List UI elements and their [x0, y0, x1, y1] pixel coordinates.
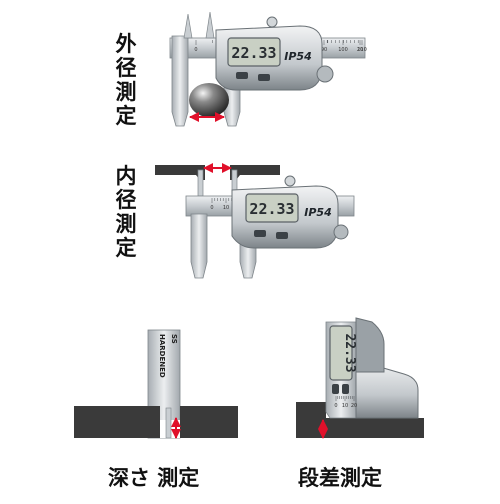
depth-block-right [180, 406, 238, 438]
lcd-reading-2: 22.33 [249, 200, 294, 218]
step-scale-tick-label: 10 [342, 403, 348, 409]
label-outside-char-3: 測 [115, 80, 137, 104]
inside-jaw-fixed [197, 169, 204, 197]
label-outside-measure: 外 径 測 定 [113, 32, 139, 128]
lcd-reading-3: 22.33 [342, 333, 357, 372]
measured-ball [189, 83, 229, 117]
locking-screw [266, 16, 278, 28]
beam-scale-left-tick-label: 0 [194, 47, 197, 53]
step-block-right [326, 418, 424, 438]
beam-scale-right-tick-label: 90 [321, 47, 327, 53]
label-outside-char-4: 定 [115, 104, 137, 128]
step-scale-tick-label: 20 [351, 403, 357, 409]
zero-button-2 [276, 232, 288, 239]
power-button [236, 72, 248, 79]
power-button-3 [332, 384, 339, 394]
label-outside-char-2: 径 [115, 56, 137, 80]
probe-stamp-b: HARDENED [158, 334, 166, 378]
zero-button-3 [342, 384, 349, 394]
beam-scale-left-tick-label: 20 [357, 47, 363, 53]
power-button-2 [254, 230, 266, 237]
label-inside-char-3: 測 [115, 212, 137, 236]
beam-scale-right-tick-label: 110 [357, 47, 367, 53]
bore-block-right [230, 165, 280, 180]
brand-mark: IP54 [284, 50, 311, 63]
label-step-measure: 段差測定 [298, 466, 382, 490]
fixed-jaw-2 [190, 213, 208, 279]
lcd-display-3 [329, 325, 353, 381]
thumb-roller [316, 65, 334, 83]
label-outside-char-1: 外 [115, 32, 137, 56]
step-jaw [355, 359, 419, 419]
depth-measure: SS HARDENED [74, 329, 238, 439]
label-inside-measure: 内 径 測 定 [113, 164, 139, 260]
depth-block-left [74, 406, 160, 438]
fixed-jaw [171, 35, 189, 127]
brand-mark-2: IP54 [304, 206, 331, 219]
step-block-left [296, 402, 326, 438]
lcd-display [227, 37, 281, 67]
bore-block-left [155, 165, 205, 180]
beam-scale-right-tick-label: 100 [338, 47, 348, 53]
beam-scale-2-tick-label: 10 [223, 205, 229, 211]
beam-scale-2-tick-label: 0 [210, 205, 213, 211]
step-scale-tick-label: 0 [334, 403, 337, 409]
sliding-inside-jaw [205, 11, 215, 39]
locking-screw-2 [284, 175, 296, 187]
outside-measure-caliper: 0102090100110 22.33 IP54 [169, 11, 367, 127]
zero-button [258, 74, 270, 81]
thumb-roller-2 [333, 224, 349, 240]
label-inside-char-4: 定 [115, 236, 137, 260]
depth-rod [165, 407, 172, 439]
fixed-inside-jaw [183, 13, 193, 39]
label-inside-char-1: 内 [115, 164, 137, 188]
probe-stamp-a: SS [170, 334, 178, 344]
lcd-display-2 [245, 193, 299, 223]
label-inside-char-2: 径 [115, 188, 137, 212]
step-slider [355, 317, 385, 373]
lcd-reading: 22.33 [231, 44, 276, 62]
label-depth-measure: 深さ 測定 [108, 466, 200, 490]
